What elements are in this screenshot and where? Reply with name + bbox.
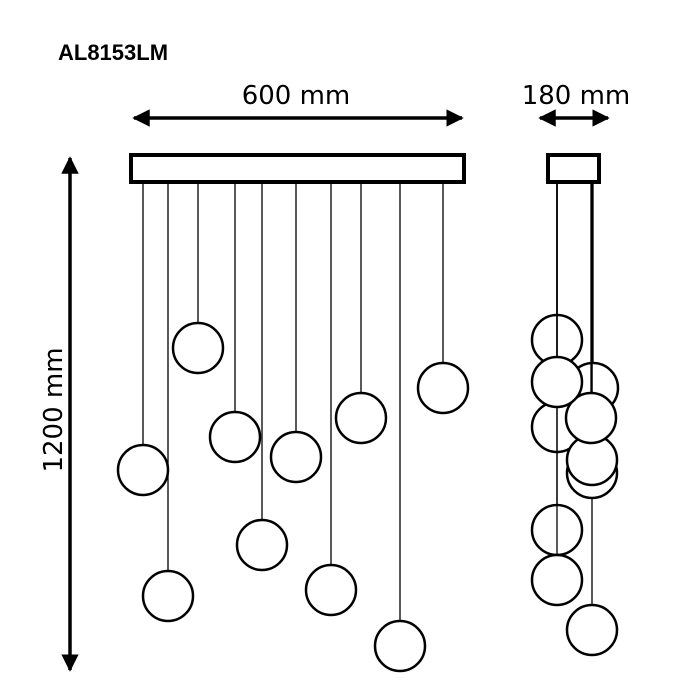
front-globe-1 — [141, 569, 195, 623]
side-globe-4 — [565, 603, 619, 657]
front-globe-4 — [235, 518, 289, 572]
front-globe-2 — [171, 321, 225, 375]
front-globe-6 — [304, 563, 358, 617]
front-globe-5 — [269, 430, 323, 484]
side-view-pendants — [530, 183, 620, 657]
side-globe-8 — [564, 391, 618, 445]
front-globe-9 — [416, 361, 470, 415]
front-globe-0 — [116, 443, 170, 497]
width-label: 600 mm — [242, 81, 351, 111]
front-view-pendants — [116, 183, 470, 673]
product-code: AL8153LM — [58, 40, 168, 65]
front-globe-3 — [208, 410, 262, 464]
front-globe-8 — [373, 619, 427, 673]
height-label: 1200 mm — [39, 347, 69, 472]
front-canopy — [129, 153, 466, 184]
side-canopy — [546, 153, 601, 184]
front-globe-7 — [334, 391, 388, 445]
side-globe-3 — [530, 553, 584, 607]
side-globe-9 — [530, 355, 584, 409]
depth-label: 180 mm — [522, 81, 631, 111]
